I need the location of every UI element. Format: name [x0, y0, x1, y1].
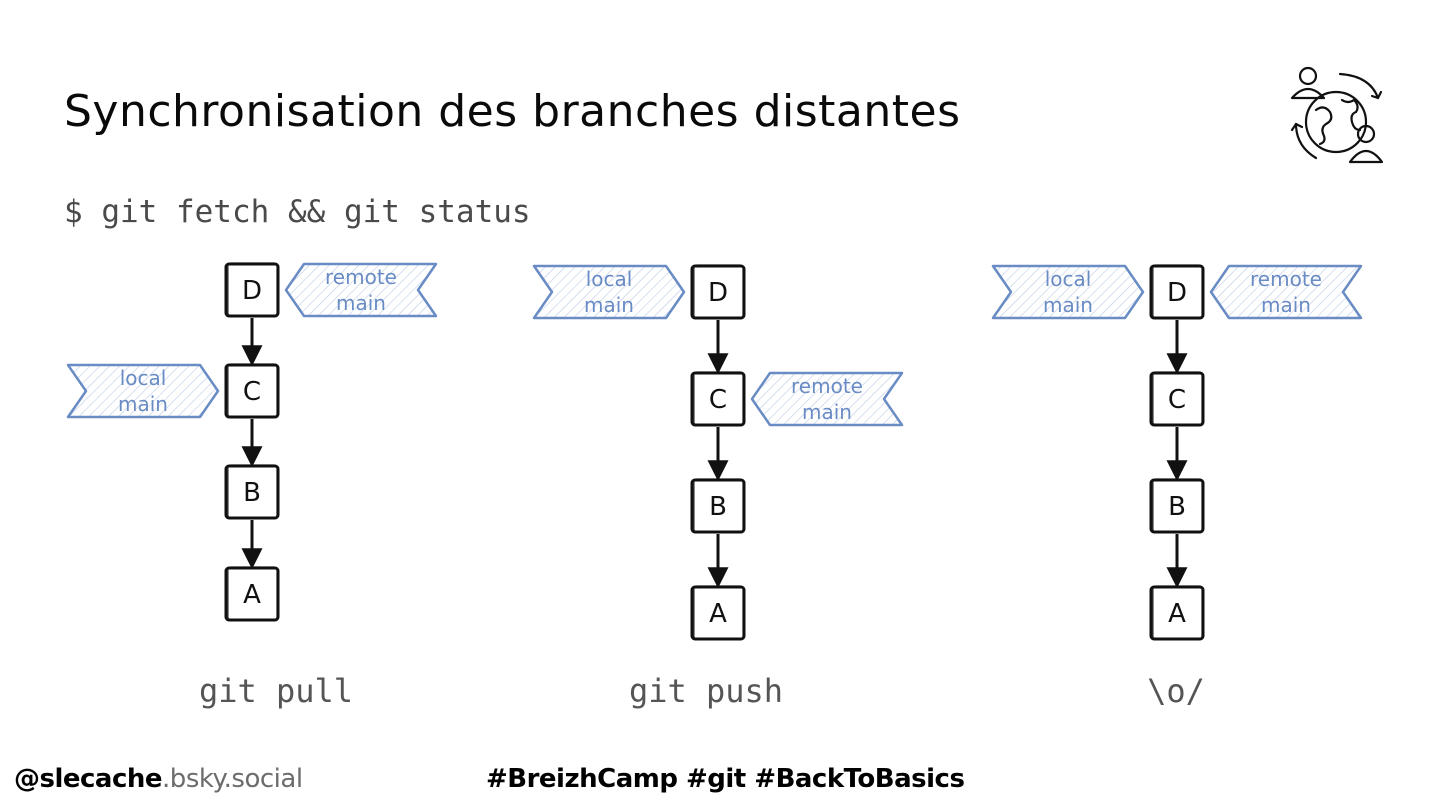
slide-title: Synchronisation des branches distantes	[64, 86, 961, 137]
ref-tag-remote	[750, 371, 904, 427]
commit-label-a: A	[243, 580, 261, 610]
commit-box-sketch	[693, 371, 744, 426]
commit-box-sketch	[1152, 264, 1203, 319]
commit-label-a: A	[1168, 599, 1186, 629]
git-command: $ git fetch && git status	[64, 194, 531, 230]
ref-tag-label: local	[586, 267, 633, 291]
ref-tag-label: local	[1045, 267, 1092, 291]
ref-tag-label: remote	[791, 374, 863, 398]
commit-label-d: D	[242, 276, 262, 306]
ref-tag-label: remote	[325, 265, 397, 289]
ref-tag-local	[532, 264, 686, 320]
commit-label-d: D	[1167, 278, 1187, 308]
commit-label-c: C	[1168, 385, 1186, 415]
commit-label-d: D	[708, 278, 728, 308]
caption-git-push: git push	[628, 672, 784, 710]
ref-tag-label: main	[584, 293, 634, 317]
ref-tag-local	[66, 363, 220, 419]
caption-git-pull: git pull	[198, 672, 354, 710]
commit-label-b: B	[243, 478, 261, 508]
commit-box-sketch	[1152, 585, 1203, 640]
commit-box-sketch	[227, 363, 278, 418]
caption-cheer: \o/	[1147, 672, 1205, 710]
commit-box-sketch	[693, 585, 744, 640]
commit-label-c: C	[243, 377, 261, 407]
commit-box-sketch	[1152, 478, 1203, 533]
commit-box-sketch	[227, 262, 278, 317]
ref-tag-label: main	[336, 291, 386, 315]
ref-tag-label: main	[1261, 293, 1311, 317]
ref-tag-label: main	[118, 392, 168, 416]
commit-box-sketch	[693, 264, 744, 319]
ref-tag-label: main	[802, 400, 852, 424]
ref-tag-local	[991, 264, 1145, 320]
commit-box-sketch	[227, 464, 278, 519]
footer-handle: @slecache.bsky.social	[14, 764, 303, 794]
commit-label-b: B	[709, 492, 727, 522]
commit-box-sketch	[693, 478, 744, 533]
commit-box-sketch	[227, 566, 278, 621]
ref-tag-label: main	[1043, 293, 1093, 317]
commit-label-a: A	[709, 599, 727, 629]
handle-name: @slecache	[14, 764, 163, 794]
globe-people-sync-icon	[1290, 66, 1384, 164]
ref-tag-label: remote	[1250, 267, 1322, 291]
ref-tag-remote	[1209, 264, 1363, 320]
commit-label-c: C	[709, 385, 727, 415]
handle-domain: .bsky.social	[162, 764, 303, 794]
footer-hashtags: #BreizhCamp #git #BackToBasics	[486, 764, 965, 794]
ref-tag-remote	[284, 262, 438, 318]
commit-box-sketch	[1152, 371, 1203, 426]
ref-tag-label: local	[120, 366, 167, 390]
commit-label-b: B	[1168, 492, 1186, 522]
